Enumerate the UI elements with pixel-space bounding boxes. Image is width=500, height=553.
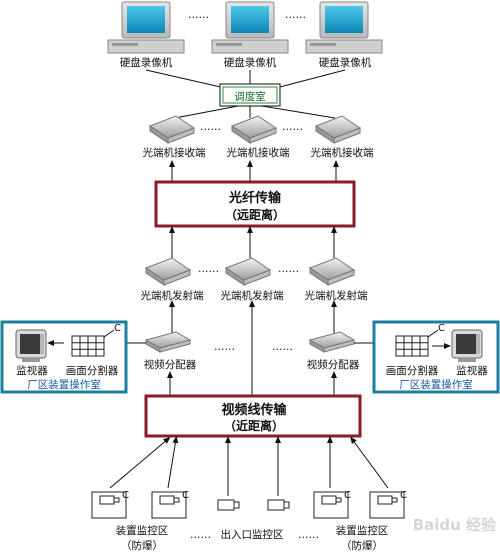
optical-receiver-label-3: 光端机接收端 — [311, 146, 374, 159]
ellipsis-top-1: …… — [188, 9, 209, 21]
explosion-proof-camera-4: C — [369, 490, 407, 519]
svg-text:C: C — [182, 490, 189, 501]
optical-receiver-label-1: 光端机接收端 — [143, 146, 206, 159]
monitor-icon-left — [15, 329, 47, 362]
ellipsis-mid-2: …… — [272, 341, 293, 353]
video-title: 视频线传输 — [221, 402, 287, 418]
video-distributor-label-right: 视频分配器 — [307, 358, 360, 371]
explosion-proof-label-left: （防爆） — [121, 539, 163, 552]
recorder-3 — [305, 1, 383, 54]
splitter-grid-icon-right — [395, 335, 429, 357]
ellipsis-tx-1: …… — [198, 263, 219, 275]
monitor-icon-right — [451, 329, 483, 362]
monitor-label-right: 监视器 — [456, 364, 488, 377]
explosion-proof-camera-3: C — [313, 490, 351, 519]
control-room-label: 调度室 — [234, 90, 266, 103]
ellipsis-rx-1: …… — [200, 121, 221, 133]
optical-transmitter-1 — [144, 257, 192, 286]
video-subtitle: （近距离） — [224, 418, 284, 433]
ellipsis-mid-1: …… — [214, 341, 235, 353]
optical-receiver-label-2: 光端机接收端 — [227, 146, 290, 159]
recorder-label-2: 硬盘录像机 — [224, 56, 277, 69]
dots-left: …… — [190, 529, 211, 541]
splitter-grid-icon-left — [71, 335, 105, 357]
optical-transmitter-label-2: 光端机发射端 — [221, 289, 284, 302]
entrance-area-label: 出入口监控区 — [221, 528, 284, 541]
ellipsis-tx-2: …… — [278, 263, 299, 275]
control-room-box: 调度室 — [219, 83, 281, 107]
svg-text:C: C — [122, 490, 129, 501]
explosion-proof-camera-2: C — [151, 490, 189, 519]
ellipsis-top-2: …… — [285, 9, 306, 21]
camera-mark-right: C — [438, 323, 445, 334]
recorder-1 — [107, 1, 185, 54]
entrance-camera-1 — [217, 499, 240, 511]
monitor-label-left: 监视器 — [16, 364, 48, 377]
fiber-title: 光纤传输 — [228, 190, 282, 206]
right-operation-room: C 画面分割器 监视器 厂区装置操作室 — [372, 320, 500, 394]
left-operation-room: C 监视器 画面分割器 厂区装置操作室 — [0, 320, 128, 394]
optical-receiver-2 — [230, 115, 278, 144]
explosion-proof-camera-1: C — [91, 490, 129, 519]
room-label-right: 厂区装置操作室 — [399, 378, 473, 391]
optical-transmitter-3 — [308, 257, 356, 286]
video-transmission-box: 视频线传输 （近距离） — [144, 394, 362, 438]
svg-text:C: C — [400, 490, 407, 501]
optical-transmitter-2 — [224, 257, 272, 286]
dots-right: …… — [298, 529, 319, 541]
video-distributor-left — [144, 331, 192, 353]
device-area-label-right: 装置监控区 — [336, 524, 389, 537]
recorder-2 — [211, 1, 289, 54]
video-distributor-right — [308, 331, 356, 353]
splitter-label-left: 画面分割器 — [66, 364, 119, 377]
recorder-label-1: 硬盘录像机 — [120, 56, 173, 69]
entrance-camera-2 — [267, 499, 290, 511]
optical-receiver-1 — [148, 115, 196, 144]
room-label-left: 厂区装置操作室 — [27, 378, 101, 391]
fiber-transmission-box: 光纤传输 （远距离） — [154, 180, 356, 228]
device-area-label-left: 装置监控区 — [116, 524, 169, 537]
optical-transmitter-label-3: 光端机发射端 — [305, 289, 368, 302]
explosion-proof-label-right: （防爆） — [341, 539, 383, 552]
optical-receiver-3 — [314, 115, 362, 144]
watermark: Baidu 经验 — [413, 516, 497, 534]
splitter-label-right: 画面分割器 — [386, 364, 439, 377]
optical-transmitter-label-1: 光端机发射端 — [141, 289, 204, 302]
recorder-label-3: 硬盘录像机 — [319, 56, 372, 69]
svg-text:C: C — [344, 490, 351, 501]
ellipsis-rx-2: …… — [282, 121, 303, 133]
video-distributor-label-left: 视频分配器 — [144, 358, 197, 371]
fiber-subtitle: （远距离） — [225, 207, 285, 222]
camera-mark-left: C — [114, 323, 121, 334]
